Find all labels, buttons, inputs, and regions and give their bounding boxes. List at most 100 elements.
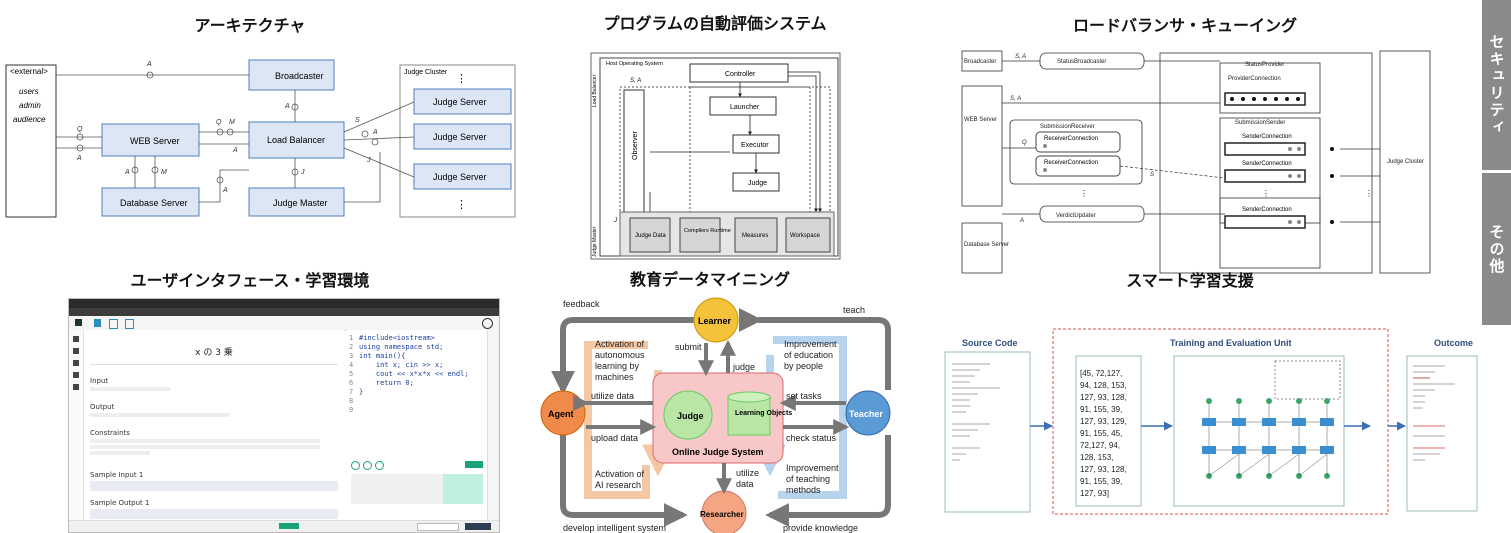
- svg-text:ReceiverConnection: ReceiverConnection: [1044, 136, 1098, 142]
- side-tab-other[interactable]: その他: [1482, 173, 1511, 325]
- svg-text:A: A: [1019, 218, 1024, 224]
- judge-data-box: Judge Data: [629, 217, 671, 253]
- svg-text:WEB Server: WEB Server: [130, 136, 180, 146]
- stop-icon[interactable]: [363, 461, 372, 470]
- vector-line: 94, 128, 153,: [1080, 381, 1127, 390]
- svg-text:Judge Server: Judge Server: [433, 172, 487, 182]
- book-icon[interactable]: [94, 319, 101, 327]
- svg-text:A: A: [76, 155, 82, 162]
- bottom-bar: [69, 520, 499, 532]
- vector-line: 127, 93, 128,: [1080, 393, 1127, 402]
- svg-text:A: A: [284, 103, 290, 110]
- bottom-search[interactable]: [417, 523, 459, 531]
- right-rail: [487, 330, 499, 532]
- reset-icon[interactable]: [375, 461, 384, 470]
- outcome-label: Outcome: [1434, 338, 1473, 348]
- rail-icon-5[interactable]: [73, 384, 79, 390]
- svg-text:utilize: utilize: [736, 468, 759, 478]
- svg-text:SubmissionReceiver: SubmissionReceiver: [1040, 124, 1095, 130]
- svg-text:upload data: upload data: [591, 433, 638, 443]
- svg-text:M: M: [161, 169, 167, 176]
- svg-text:judge: judge: [732, 362, 755, 372]
- problem-pane: x の 3 乗 Input Output Constraints Sample …: [84, 330, 344, 520]
- side-tab-divider: [1482, 170, 1511, 173]
- training-unit-box: [1052, 328, 1389, 515]
- menu-icon[interactable]: [75, 319, 82, 326]
- actor-users: users: [19, 87, 39, 96]
- svg-text:SenderConnection: SenderConnection: [1242, 161, 1292, 167]
- svg-text:teach: teach: [843, 305, 865, 315]
- rail-icon-1[interactable]: [73, 336, 79, 342]
- svg-text:Compilers Runtime: Compilers Runtime: [684, 228, 731, 234]
- svg-text:StatusBroadcaster: StatusBroadcaster: [1057, 59, 1106, 65]
- judge-master-vertical: Judge Master: [592, 226, 598, 257]
- svg-text:⋮: ⋮: [1365, 189, 1373, 198]
- pager-control[interactable]: [279, 523, 299, 529]
- rail-icon-2[interactable]: [73, 348, 79, 354]
- judge-cluster-label: Judge Cluster: [404, 69, 448, 76]
- section-constraints: Constraints: [90, 429, 130, 437]
- svg-text:Judge Cluster: Judge Cluster: [1387, 159, 1424, 165]
- account-icon[interactable]: [482, 318, 493, 329]
- svg-text:A: A: [222, 187, 228, 194]
- svg-text:of education: of education: [784, 350, 833, 360]
- code-line: 5 cout << x*x*x << endl;: [349, 370, 469, 378]
- sender-connection-1: SenderConnection: [1224, 134, 1334, 156]
- svg-text:J: J: [300, 169, 305, 176]
- svg-text:S, A: S, A: [1010, 96, 1021, 102]
- svg-text:Judge: Judge: [748, 180, 767, 187]
- svg-text:check status: check status: [786, 433, 837, 443]
- external-label: <external>: [10, 67, 48, 76]
- svg-text:Database Server: Database Server: [120, 198, 188, 208]
- svg-text:Judge Server: Judge Server: [433, 97, 487, 107]
- svg-text:Load Balancer: Load Balancer: [267, 135, 325, 145]
- judge-server-2: Judge Server: [413, 123, 512, 150]
- svg-text:Q: Q: [1022, 140, 1027, 146]
- svg-text:A: A: [232, 147, 238, 154]
- actor-admin: admin: [19, 101, 41, 110]
- svg-text:ReceiverConnection: ReceiverConnection: [1044, 160, 1098, 166]
- host-os-label: Host Operating System: [606, 61, 663, 67]
- browser-urlbar: [69, 308, 499, 316]
- launcher-box: [709, 96, 777, 116]
- title-user-interface: ユーザインタフェース・学習環境: [130, 271, 370, 290]
- provider-queue: [1224, 92, 1306, 106]
- svg-text:Controller: Controller: [725, 71, 756, 78]
- svg-text:Activation of: Activation of: [595, 469, 645, 479]
- rail-icon-3[interactable]: [73, 360, 79, 366]
- controller-box: [689, 63, 789, 83]
- svg-text:A: A: [372, 129, 378, 136]
- judge-server-1: Judge Server: [413, 88, 512, 115]
- svg-text:Online Judge System: Online Judge System: [672, 447, 764, 457]
- svg-text:Learning Objects: Learning Objects: [735, 410, 792, 417]
- panel-icon[interactable]: [125, 319, 134, 329]
- judge-system-diagram: Host Operating System Load Balancer Judg…: [590, 52, 841, 260]
- svg-text:utilize data: utilize data: [591, 391, 634, 401]
- run-icon[interactable]: [351, 461, 360, 470]
- vector-box: [1075, 355, 1142, 507]
- code-line: 7}: [349, 388, 364, 396]
- svg-text:Launcher: Launcher: [730, 104, 760, 111]
- side-tab-security[interactable]: セキュリティ: [1482, 0, 1511, 170]
- judge-master-box: Judge Master: [248, 187, 345, 217]
- sa-label: S, A: [630, 78, 641, 84]
- vector-line: 127, 93, 128,: [1080, 465, 1127, 474]
- svg-text:Broadcaster: Broadcaster: [275, 71, 324, 81]
- svg-text:set tasks: set tasks: [786, 391, 822, 401]
- teacher-node: Teacher: [845, 390, 891, 436]
- load-balancer-box: Load Balancer: [248, 121, 345, 159]
- edm-diagram: Judge Learning Objects Online Judge Syst…: [540, 297, 891, 533]
- doc-icon[interactable]: [109, 319, 118, 329]
- outcome-box: [1406, 355, 1478, 512]
- svg-text:Learner: Learner: [698, 316, 732, 326]
- svg-text:machines: machines: [595, 372, 634, 382]
- rail-icon-4[interactable]: [73, 372, 79, 378]
- actor-audience: audience: [13, 115, 46, 124]
- submit-button[interactable]: [465, 461, 483, 468]
- bottom-action-button[interactable]: [465, 523, 491, 530]
- vector-line: 72,127, 94,: [1080, 441, 1120, 450]
- sender-connection-2: SenderConnection: [1224, 161, 1334, 183]
- svg-text:SenderConnection: SenderConnection: [1242, 207, 1292, 213]
